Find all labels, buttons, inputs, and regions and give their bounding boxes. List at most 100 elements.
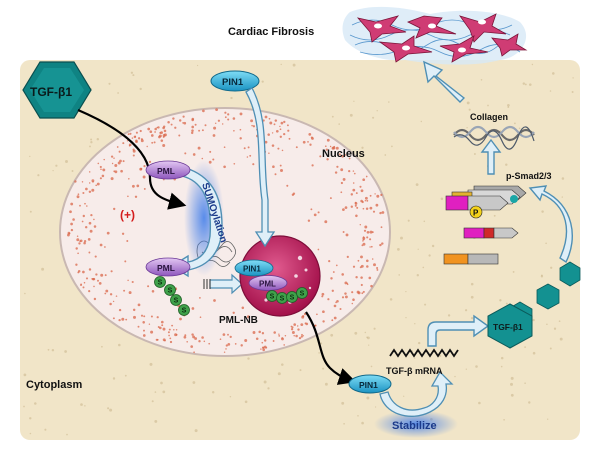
nucleus-dot xyxy=(112,300,115,303)
nucleus-dot xyxy=(369,246,371,248)
nucleus-dot xyxy=(379,243,382,247)
texture-speck xyxy=(29,432,32,435)
texture-speck xyxy=(528,401,531,404)
sumo-bead xyxy=(164,284,176,296)
nucleus-dot xyxy=(359,185,362,188)
texture-speck xyxy=(499,299,502,302)
nucleus-dot xyxy=(239,137,242,140)
nucleus-dot xyxy=(75,247,78,250)
nucleus-dot xyxy=(132,148,135,151)
nucleus-dot xyxy=(298,336,302,340)
nucleus-dot xyxy=(373,263,376,267)
nucleus-dot xyxy=(265,346,268,349)
texture-speck xyxy=(37,174,40,177)
nucleus-dot xyxy=(85,187,88,191)
nucleus-dot xyxy=(252,163,255,166)
nucleus-dot xyxy=(120,169,123,173)
phospho-label: P xyxy=(473,209,479,218)
texture-speck xyxy=(407,219,410,222)
nucleus-dot xyxy=(352,170,355,172)
texture-speck xyxy=(64,350,67,353)
texture-speck xyxy=(510,382,513,386)
nucleus-dot xyxy=(249,154,252,157)
nucleus-dot xyxy=(283,132,286,136)
texture-speck xyxy=(154,419,158,423)
texture-speck xyxy=(353,100,355,102)
nucleus-dot xyxy=(169,340,173,344)
texture-speck xyxy=(52,169,54,172)
texture-speck xyxy=(51,348,55,352)
nucleus-dot xyxy=(193,351,195,354)
nucleus-dot xyxy=(240,344,243,347)
nucleus-dot xyxy=(70,202,74,206)
nucleus-dot xyxy=(114,164,118,167)
sumo-bead-label: S xyxy=(280,296,285,303)
nucleus-dot xyxy=(148,323,151,325)
nucleus-dot xyxy=(199,316,202,319)
nucleus-dot xyxy=(290,328,294,331)
nucleus-dot xyxy=(268,117,271,120)
nucleus-dot xyxy=(341,273,344,276)
nucleus-dot xyxy=(223,351,226,353)
collagen-helix xyxy=(453,125,535,150)
nucleus-dot xyxy=(286,124,289,127)
nucleus-dot xyxy=(255,337,259,340)
collagen-to-fibrosis-arrow xyxy=(423,60,466,103)
nucleus-dot xyxy=(88,171,91,173)
nucleus-dot xyxy=(178,119,182,122)
nucleus-dot xyxy=(308,133,312,136)
nucleus-dot xyxy=(163,129,167,133)
nucleus-dot xyxy=(90,213,93,217)
nucleus-dot xyxy=(137,137,141,140)
texture-speck xyxy=(29,210,32,213)
texture-speck xyxy=(513,122,516,125)
nucleus-dot xyxy=(339,307,342,311)
nucleus-dot xyxy=(301,333,303,336)
nucleus-dot xyxy=(88,251,91,254)
nucleus-dot xyxy=(307,141,309,143)
nucleus-dot xyxy=(170,123,173,126)
texture-speck xyxy=(373,327,376,330)
texture-speck xyxy=(500,365,503,368)
nucleus-dot xyxy=(137,325,140,328)
nucleus-dot xyxy=(360,255,363,259)
nucleus-dot xyxy=(126,140,129,142)
texture-speck xyxy=(487,104,489,107)
nucleus-dot xyxy=(99,165,102,169)
nucleus-dot xyxy=(223,165,226,169)
nucleus-dot xyxy=(77,271,80,274)
nucleus-dot xyxy=(371,258,374,260)
nucleus-dot xyxy=(366,259,369,263)
nucleus-dot xyxy=(277,147,280,150)
nucleus-dot xyxy=(139,129,142,133)
nucleus-dot xyxy=(376,268,379,271)
texture-speck xyxy=(532,351,536,355)
nucleus-dot xyxy=(332,146,336,150)
nucleus-dot xyxy=(224,111,227,114)
nucleus-dot xyxy=(284,335,287,337)
texture-speck xyxy=(151,400,154,403)
pml-nb: PML xyxy=(248,275,288,291)
nucleus-dot xyxy=(232,311,235,314)
nucleus-dot xyxy=(212,134,216,137)
texture-speck xyxy=(403,395,405,397)
nucleus-dot xyxy=(293,323,297,326)
nucleus-dot xyxy=(247,146,250,149)
texture-speck xyxy=(89,145,91,148)
nucleus-dot xyxy=(332,271,335,273)
texture-speck xyxy=(65,160,68,163)
nucleus-dot xyxy=(96,182,100,186)
nucleus-dot xyxy=(111,162,114,165)
nucleus-dot xyxy=(233,162,236,165)
nucleus-dot xyxy=(366,236,369,239)
texture-speck xyxy=(90,141,93,144)
nucleus-dot xyxy=(183,121,187,125)
nucleus-dot xyxy=(291,331,295,334)
texture-speck xyxy=(331,115,334,118)
nucleus-dot xyxy=(322,310,325,314)
texture-speck xyxy=(414,323,416,325)
texture-speck xyxy=(559,337,563,341)
nucleus-dot xyxy=(199,297,201,299)
texture-speck xyxy=(505,302,508,305)
nucleus-dot xyxy=(183,335,187,339)
